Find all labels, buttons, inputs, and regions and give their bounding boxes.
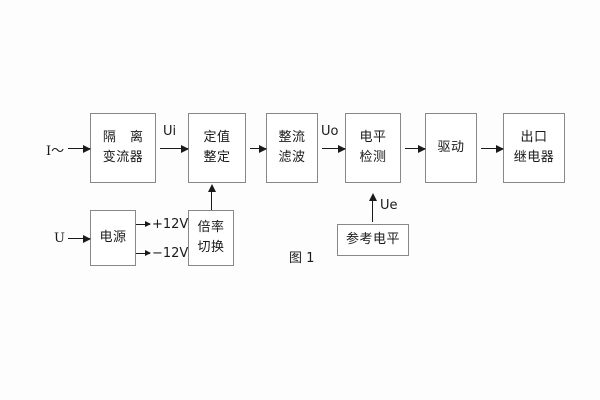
arrow-up-icon [368, 193, 377, 222]
arrow-right-icon [160, 144, 189, 153]
block-label-line1: 驱动 [437, 139, 465, 155]
block-ratio-switch: 倍率切换 [188, 210, 234, 266]
block-rectify-filter: 整流滤波 [266, 113, 318, 183]
block-label-line1: 电源 [99, 229, 127, 245]
block-label-line1: 隔 离 [102, 129, 149, 145]
block-setting-value: 定值整定 [188, 113, 246, 183]
block-label-line2: 变流器 [102, 150, 144, 165]
signal-label-signal-ue: Ue [380, 198, 398, 213]
signal-label-input-voltage: U [54, 231, 65, 246]
signal-label-signal-uo: Uo [321, 124, 339, 139]
arrow-up-icon [207, 184, 216, 210]
block-label-line1: 参考电平 [345, 231, 400, 247]
block-drive: 驱动 [425, 113, 477, 183]
block-label-line2: 滤波 [278, 150, 306, 165]
block-reference-level: 参考电平 [337, 224, 409, 256]
arrow-right-icon [481, 144, 504, 153]
block-isolation-transformer: 隔 离变流器 [90, 113, 156, 183]
block-label-line1: 整流 [278, 129, 306, 145]
block-label-line1: 倍率 [197, 219, 225, 235]
block-label-line1: 电平 [359, 129, 387, 145]
arrow-right-icon [68, 234, 91, 243]
signal-label-input-current: I～ [46, 144, 65, 159]
arrow-right-icon [322, 144, 346, 153]
block-label-line2: 检测 [359, 150, 387, 165]
arrow-right-icon [68, 144, 91, 153]
block-label-line1: 出口 [520, 129, 548, 145]
block-output-relay: 出口继电器 [503, 113, 565, 183]
block-power-supply: 电源 [90, 210, 136, 266]
arrow-right-icon [136, 221, 151, 227]
block-label-line2: 整定 [203, 150, 231, 165]
arrow-right-icon [136, 250, 151, 256]
signal-label-rail-minus-12v: −12V [152, 246, 189, 261]
block-label-line2: 切换 [197, 240, 225, 255]
arrow-right-icon [405, 144, 426, 153]
block-label-line1: 定值 [203, 129, 231, 145]
arrow-right-icon [250, 144, 267, 153]
signal-label-signal-ui: Ui [163, 124, 177, 139]
block-label-line2: 继电器 [513, 150, 555, 165]
figure-caption: 图 1 [289, 251, 315, 266]
signal-label-rail-plus-12v: +12V [152, 217, 189, 232]
block-level-detect: 电平检测 [345, 113, 401, 183]
